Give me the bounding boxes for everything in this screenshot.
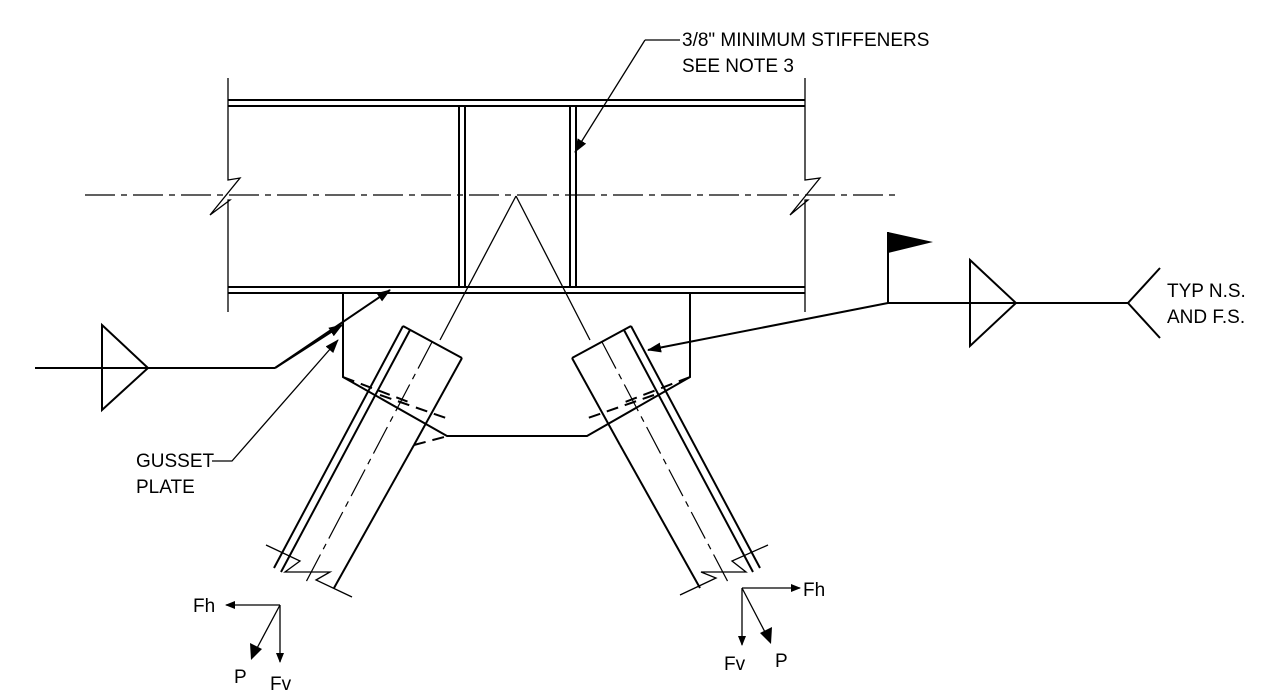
left-brace-centerline [305,341,433,583]
gusset-plate-label-line2: PLATE [136,477,195,498]
left-fv-label: Fv [270,674,292,692]
right-brace-gusset-hidden-2 [587,394,655,419]
work-line-left [439,195,517,341]
right-fh-label: Fh [803,580,825,601]
left-brace-gusset-hidden [342,376,415,405]
left-brace-inner-edge-visible [413,357,463,446]
beam-right-break-line [789,78,822,312]
right-brace-break-line [679,544,769,596]
left-weld-leader-lower [274,324,343,369]
beam-left-break-line [209,78,242,312]
left-brace-inner-edge [333,444,415,589]
right-brace-inner-edge-visible [571,357,621,446]
left-p-arrow [255,604,281,651]
gusset-plate-outline [342,293,691,437]
right-brace-top-end [571,325,632,359]
stiffeners [458,106,577,287]
left-weld-symbol [35,289,391,413]
stiffener-callout [574,39,680,153]
right-p-label: P [775,651,788,672]
typ-note-line2: AND F.S. [1167,307,1245,328]
right-weld-symbol [647,232,1161,353]
left-brace-top-end [402,325,463,359]
left-fillet-weld-symbol [101,322,150,413]
right-brace-centerline [601,341,729,583]
right-brace [571,325,769,596]
weld-tail-icon [1126,267,1161,339]
left-brace-outer-edge [273,325,404,569]
right-brace-outer-edge-2 [623,329,754,573]
left-p-label: P [234,667,247,688]
right-brace-inner-edge [619,444,701,589]
stiffener-note-line1: 3/8" MINIMUM STIFFENERS [682,30,929,51]
stiffener-note-line2: SEE NOTE 3 [682,56,794,77]
right-p-arrow [741,587,767,635]
left-brace [265,325,463,598]
right-force-diagram [738,584,801,646]
work-line-right [515,195,591,341]
beam [85,78,895,312]
right-brace-gusset-hidden [619,376,691,405]
field-weld-flag-icon [888,232,933,253]
left-brace-hidden-edge [413,435,449,446]
gusset-plate-label-line1: GUSSET [136,451,215,472]
right-brace-outer-edge [630,325,761,569]
left-fh-label: Fh [193,596,215,617]
left-brace-gusset-hidden-2 [379,394,447,419]
work-lines [439,195,591,341]
left-force-diagram [225,601,284,663]
typ-note-line1: TYP N.S. [1167,281,1246,302]
right-weld-leader [647,302,889,353]
right-fillet-weld-symbol [969,257,1018,349]
left-brace-break-line [265,544,353,598]
right-p-arrowhead [760,627,772,644]
left-brace-outer-edge-2 [280,329,411,573]
right-fv-label: Fv [724,654,746,675]
stiffener-leader [574,39,646,153]
gusset-leader [212,339,339,462]
left-p-arrowhead [250,643,262,660]
